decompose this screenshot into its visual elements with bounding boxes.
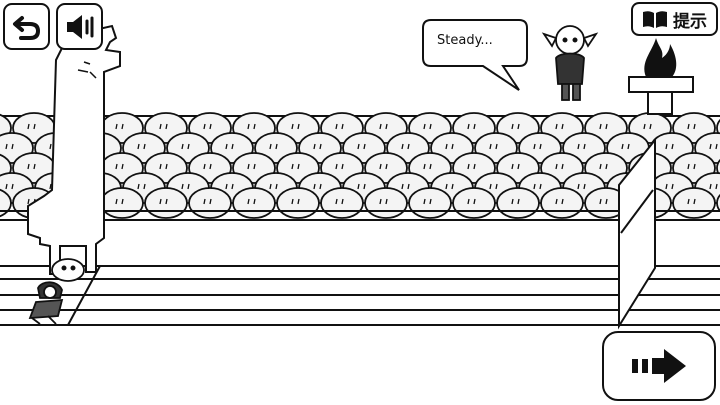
spectator-face bbox=[291, 123, 300, 130]
crouching-runner bbox=[28, 281, 64, 325]
spectator-face bbox=[533, 183, 542, 190]
referee-character bbox=[541, 25, 599, 101]
torch-flame bbox=[644, 38, 677, 77]
spectator-face bbox=[533, 143, 542, 150]
spectator-face bbox=[511, 123, 520, 130]
spectator-face bbox=[5, 143, 14, 150]
spectator-face bbox=[313, 183, 322, 190]
spectator-face bbox=[357, 183, 366, 190]
spectator-face bbox=[335, 163, 344, 170]
running-track bbox=[0, 265, 720, 326]
spectator-face bbox=[115, 198, 124, 205]
spectator-face bbox=[423, 163, 432, 170]
spectator-face bbox=[423, 123, 432, 130]
spectator-face bbox=[445, 183, 454, 190]
spectator-face bbox=[27, 123, 36, 130]
spectator-face bbox=[423, 198, 432, 205]
spectator-face bbox=[159, 198, 168, 205]
spectator-face bbox=[159, 163, 168, 170]
spectator-face bbox=[621, 143, 630, 150]
spectator-face bbox=[225, 183, 234, 190]
spectator-blob bbox=[716, 158, 720, 178]
spectator-face bbox=[687, 198, 696, 205]
next-button[interactable] bbox=[602, 331, 716, 401]
spectator-face bbox=[709, 143, 718, 150]
spectator-face bbox=[203, 198, 212, 205]
spectator-face bbox=[599, 198, 608, 205]
spectator-face bbox=[181, 143, 190, 150]
back-arrow-icon bbox=[12, 15, 40, 40]
spectator-face bbox=[467, 123, 476, 130]
spectator-face bbox=[599, 123, 608, 130]
spectator-face bbox=[247, 163, 256, 170]
spectator-face bbox=[291, 163, 300, 170]
spectator-blob bbox=[716, 193, 720, 213]
tall-giraffe-runner bbox=[27, 24, 121, 275]
right-arrow-icon bbox=[632, 349, 686, 383]
spectator-face bbox=[467, 163, 476, 170]
spectator-face bbox=[137, 183, 146, 190]
spectator-blob bbox=[716, 118, 720, 138]
spectator-face bbox=[115, 163, 124, 170]
spectator-face bbox=[379, 163, 388, 170]
start-line bbox=[67, 265, 101, 326]
spectator-face bbox=[511, 198, 520, 205]
spectator-face bbox=[291, 198, 300, 205]
spectator-face bbox=[225, 143, 234, 150]
spectator-face bbox=[247, 198, 256, 205]
spectator-face bbox=[445, 143, 454, 150]
spectator-face bbox=[357, 143, 366, 150]
book-icon bbox=[643, 11, 667, 28]
spectator-face bbox=[401, 183, 410, 190]
spectator-face bbox=[599, 163, 608, 170]
spectator-face bbox=[577, 143, 586, 150]
spectator-face bbox=[5, 183, 14, 190]
spectator-face bbox=[489, 183, 498, 190]
spectator-face bbox=[335, 198, 344, 205]
spectator-face bbox=[489, 143, 498, 150]
spectator-face bbox=[203, 163, 212, 170]
crowd-stands bbox=[0, 112, 720, 219]
spectator-face bbox=[687, 163, 696, 170]
speaker-icon bbox=[66, 14, 93, 39]
spectator-face bbox=[27, 163, 36, 170]
speech-bubble bbox=[422, 19, 528, 91]
back-button[interactable] bbox=[3, 3, 50, 50]
hint-label: 提示 bbox=[673, 11, 707, 32]
spectator-face bbox=[665, 183, 674, 190]
spectator-face bbox=[401, 143, 410, 150]
stadium-wall bbox=[0, 210, 720, 267]
spectator-face bbox=[555, 123, 564, 130]
small-creature bbox=[51, 258, 85, 282]
spectator-face bbox=[137, 143, 146, 150]
spectator-face bbox=[379, 123, 388, 130]
speech-text: Steady... bbox=[437, 33, 493, 48]
spectator-face bbox=[203, 123, 212, 130]
hint-button[interactable]: 提示 bbox=[631, 2, 718, 36]
spectator-face bbox=[269, 143, 278, 150]
spectator-face bbox=[115, 123, 124, 130]
spectator-face bbox=[709, 183, 718, 190]
spectator-face bbox=[555, 198, 564, 205]
sound-toggle-button[interactable] bbox=[56, 3, 103, 50]
spectator-face bbox=[379, 198, 388, 205]
spectator-face bbox=[159, 123, 168, 130]
spectator-face bbox=[555, 163, 564, 170]
spectator-face bbox=[467, 198, 476, 205]
torch bbox=[628, 38, 694, 115]
spectator-face bbox=[577, 183, 586, 190]
spectator-face bbox=[313, 143, 322, 150]
finish-gate bbox=[618, 137, 656, 330]
spectator-face bbox=[665, 143, 674, 150]
spectator-face bbox=[335, 123, 344, 130]
spectator-face bbox=[687, 123, 696, 130]
spectator-face bbox=[511, 163, 520, 170]
spectator-face bbox=[643, 123, 652, 130]
spectator-face bbox=[181, 183, 190, 190]
spectator-blob bbox=[0, 188, 12, 218]
spectator-face bbox=[247, 123, 256, 130]
spectator-face bbox=[269, 183, 278, 190]
